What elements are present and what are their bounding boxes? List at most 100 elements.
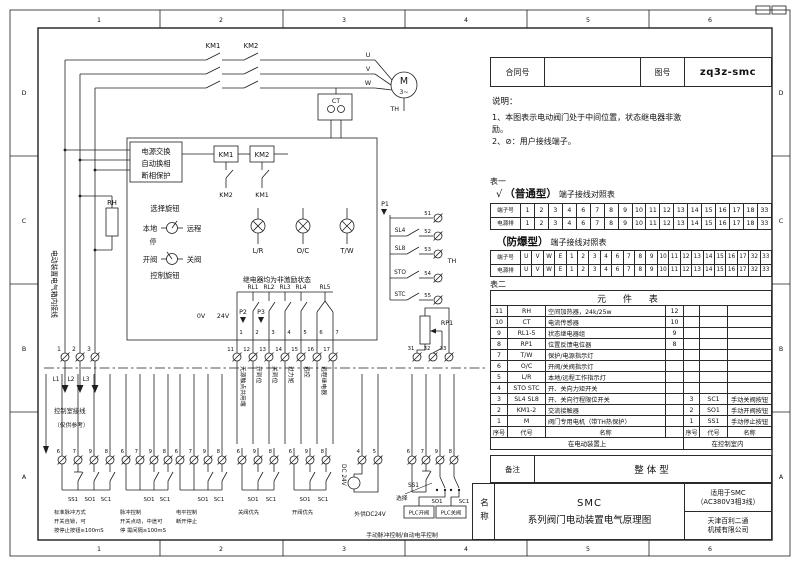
phase-l2-label: L2 — [68, 377, 75, 383]
cell-code: RL1-5 — [507, 328, 545, 338]
terminal-number: 7 — [135, 449, 138, 455]
terminal-number: 6 — [57, 449, 61, 455]
wiring-example-close-priority: 6 9 8 SO1 SC1 关阀优先 — [237, 448, 280, 516]
terminal-cell: 4 — [563, 217, 577, 229]
cell-seq-right: 2 — [683, 405, 699, 415]
footer-seq: 序号 — [492, 429, 506, 437]
wiring-example-plc-selector: 6 7 9 8 SS1 SO1 SC1 选择 PLC开阀 PLC关阀 手动脉冲控… — [366, 374, 469, 539]
notes-title: 说明： — [492, 97, 518, 107]
frame-col-label: 2 — [219, 17, 223, 24]
selector-label: 选择 — [396, 494, 408, 502]
terminal-number: 6 — [407, 449, 411, 455]
terminal-number: 8 — [163, 449, 167, 455]
control-knob-label: 控制旋钮 — [150, 271, 179, 280]
power-circuit: KM1 KM2 U V W M 3~ TH CT — [64, 42, 418, 353]
terminal-cell: 1 — [521, 217, 535, 229]
caption-line: 脉冲控制 — [120, 508, 141, 516]
terminal-cell: 6 — [577, 217, 591, 229]
caption-line: 开关自锁，可 — [54, 517, 86, 525]
plc-open-output-label: PLC开阀 — [409, 509, 429, 517]
terminal-number: 9 — [149, 449, 152, 455]
open-valve-label: 开阀 — [143, 255, 158, 264]
terminal-cell: 10 — [633, 204, 647, 217]
terminal-54: 54 — [424, 271, 431, 277]
plug-pin-number: 5 — [303, 330, 306, 336]
table-one-label: 表一 — [490, 177, 506, 186]
terminal-function-remote: 远控 — [303, 366, 311, 378]
stop-button-label: SS1 — [408, 483, 419, 489]
cell-seq-right: 3 — [683, 394, 699, 404]
frame-col-label: 4 — [464, 546, 468, 553]
terminal-cell: 3 — [589, 264, 601, 276]
product-name: SMC — [577, 497, 602, 509]
relay-rl1-label: RL1 — [248, 285, 259, 291]
terminal-cell: 3 — [549, 204, 563, 217]
terminal-cell: 18 — [744, 204, 758, 217]
cell-seq-right — [683, 339, 699, 349]
terminal-cell: 9 — [619, 217, 633, 229]
terminal-cell: 7 — [591, 217, 605, 229]
terminal-function-remote-relay: 远程继电器 — [320, 366, 328, 395]
component-row: 5 L/R 本地/远程工作指示灯 — [491, 372, 771, 383]
status-relays: 继电器均为非激励状态 RL1 RL2 RL3 RL4 RL5 1 2 3 4 5… — [197, 275, 339, 353]
terminal-number: 6 — [121, 449, 125, 455]
footer-name-right: 名称 — [727, 427, 771, 437]
cell-code: L/R — [507, 372, 545, 382]
terminal-number: 6 — [237, 449, 241, 455]
cell-seq-right — [683, 361, 699, 371]
cell-code: KM1-2 — [507, 405, 545, 415]
terminal-function-common: 无源触点共用端 — [239, 366, 247, 407]
terminal-cell: 7 — [591, 204, 605, 217]
terminal-cell: 8 — [605, 204, 619, 217]
cell-ref: 8 — [665, 339, 683, 349]
cell-code: RP1 — [507, 339, 545, 349]
stop-button-label: SS1 — [68, 497, 78, 503]
terminal-13: 13 — [259, 347, 266, 353]
current-transformer-label: CT — [332, 98, 340, 105]
cell-name-right — [727, 372, 771, 382]
component-row: 6 O/C 开阀/关阀指示灯 — [491, 361, 771, 372]
cell-seq-right — [683, 328, 699, 338]
plug-pin-number: 4 — [287, 330, 291, 336]
note-line-2: 2、⊘：用户接线端子。 — [492, 136, 576, 146]
terminal-17: 17 — [323, 347, 330, 353]
terminal-cell: E — [555, 251, 567, 264]
terminal-cell: 16 — [716, 204, 731, 217]
terminal-cell: 17 — [730, 204, 744, 217]
terminal-cell: V — [532, 264, 544, 276]
rp1-label: RP1 — [441, 320, 453, 327]
terminal-cell: 7 — [624, 251, 636, 264]
terminal-cell: 2 — [578, 264, 590, 276]
cell-name-right — [727, 317, 771, 327]
terminal-number: 8 — [269, 449, 273, 455]
actuator-box-wiring-note: 电动装置电气箱内接线 — [50, 250, 59, 318]
company-line-1: 天津百利二通 — [707, 516, 749, 525]
phase-u-label: U — [366, 52, 371, 59]
terminal-number: 9 — [435, 449, 438, 455]
drawing-no-value: zq3z-smc — [699, 66, 757, 78]
terminal-53: 53 — [424, 247, 431, 253]
contactor-km2-label: KM2 — [244, 42, 259, 50]
caption-line: 外供DC24V — [354, 510, 385, 518]
terminal-cell: 32 — [749, 251, 761, 264]
terminal-cell: 14 — [688, 204, 703, 217]
title-center: SMC 系列阀门电动装置电气原理图 — [495, 484, 685, 539]
terminal-number: 8 — [105, 449, 109, 455]
caption-line: 关阀优先 — [238, 508, 260, 516]
cell-code-right — [699, 372, 727, 382]
component-row: 2 KM1-2 交流接触器 2 SO1 手动开阀按钮 — [491, 405, 771, 416]
cell-ref: 12 — [665, 306, 683, 316]
component-table-title: 元 件 表 — [491, 291, 771, 306]
phase-failure-label: 断相保护 — [141, 171, 170, 180]
terminal-cell: 4 — [601, 251, 613, 264]
cell-seq-right: 1 — [683, 416, 699, 426]
terminal-cell: W — [544, 251, 556, 264]
indicator-lamps: L/R O/C T/W — [250, 208, 355, 255]
terminal-cell: 11 — [669, 264, 681, 276]
cell-code: T/W — [507, 350, 545, 360]
component-row: 8 RP1 位置反馈电位器 8 — [491, 339, 771, 350]
selector-knob-label: 选择旋钮 — [150, 204, 179, 213]
